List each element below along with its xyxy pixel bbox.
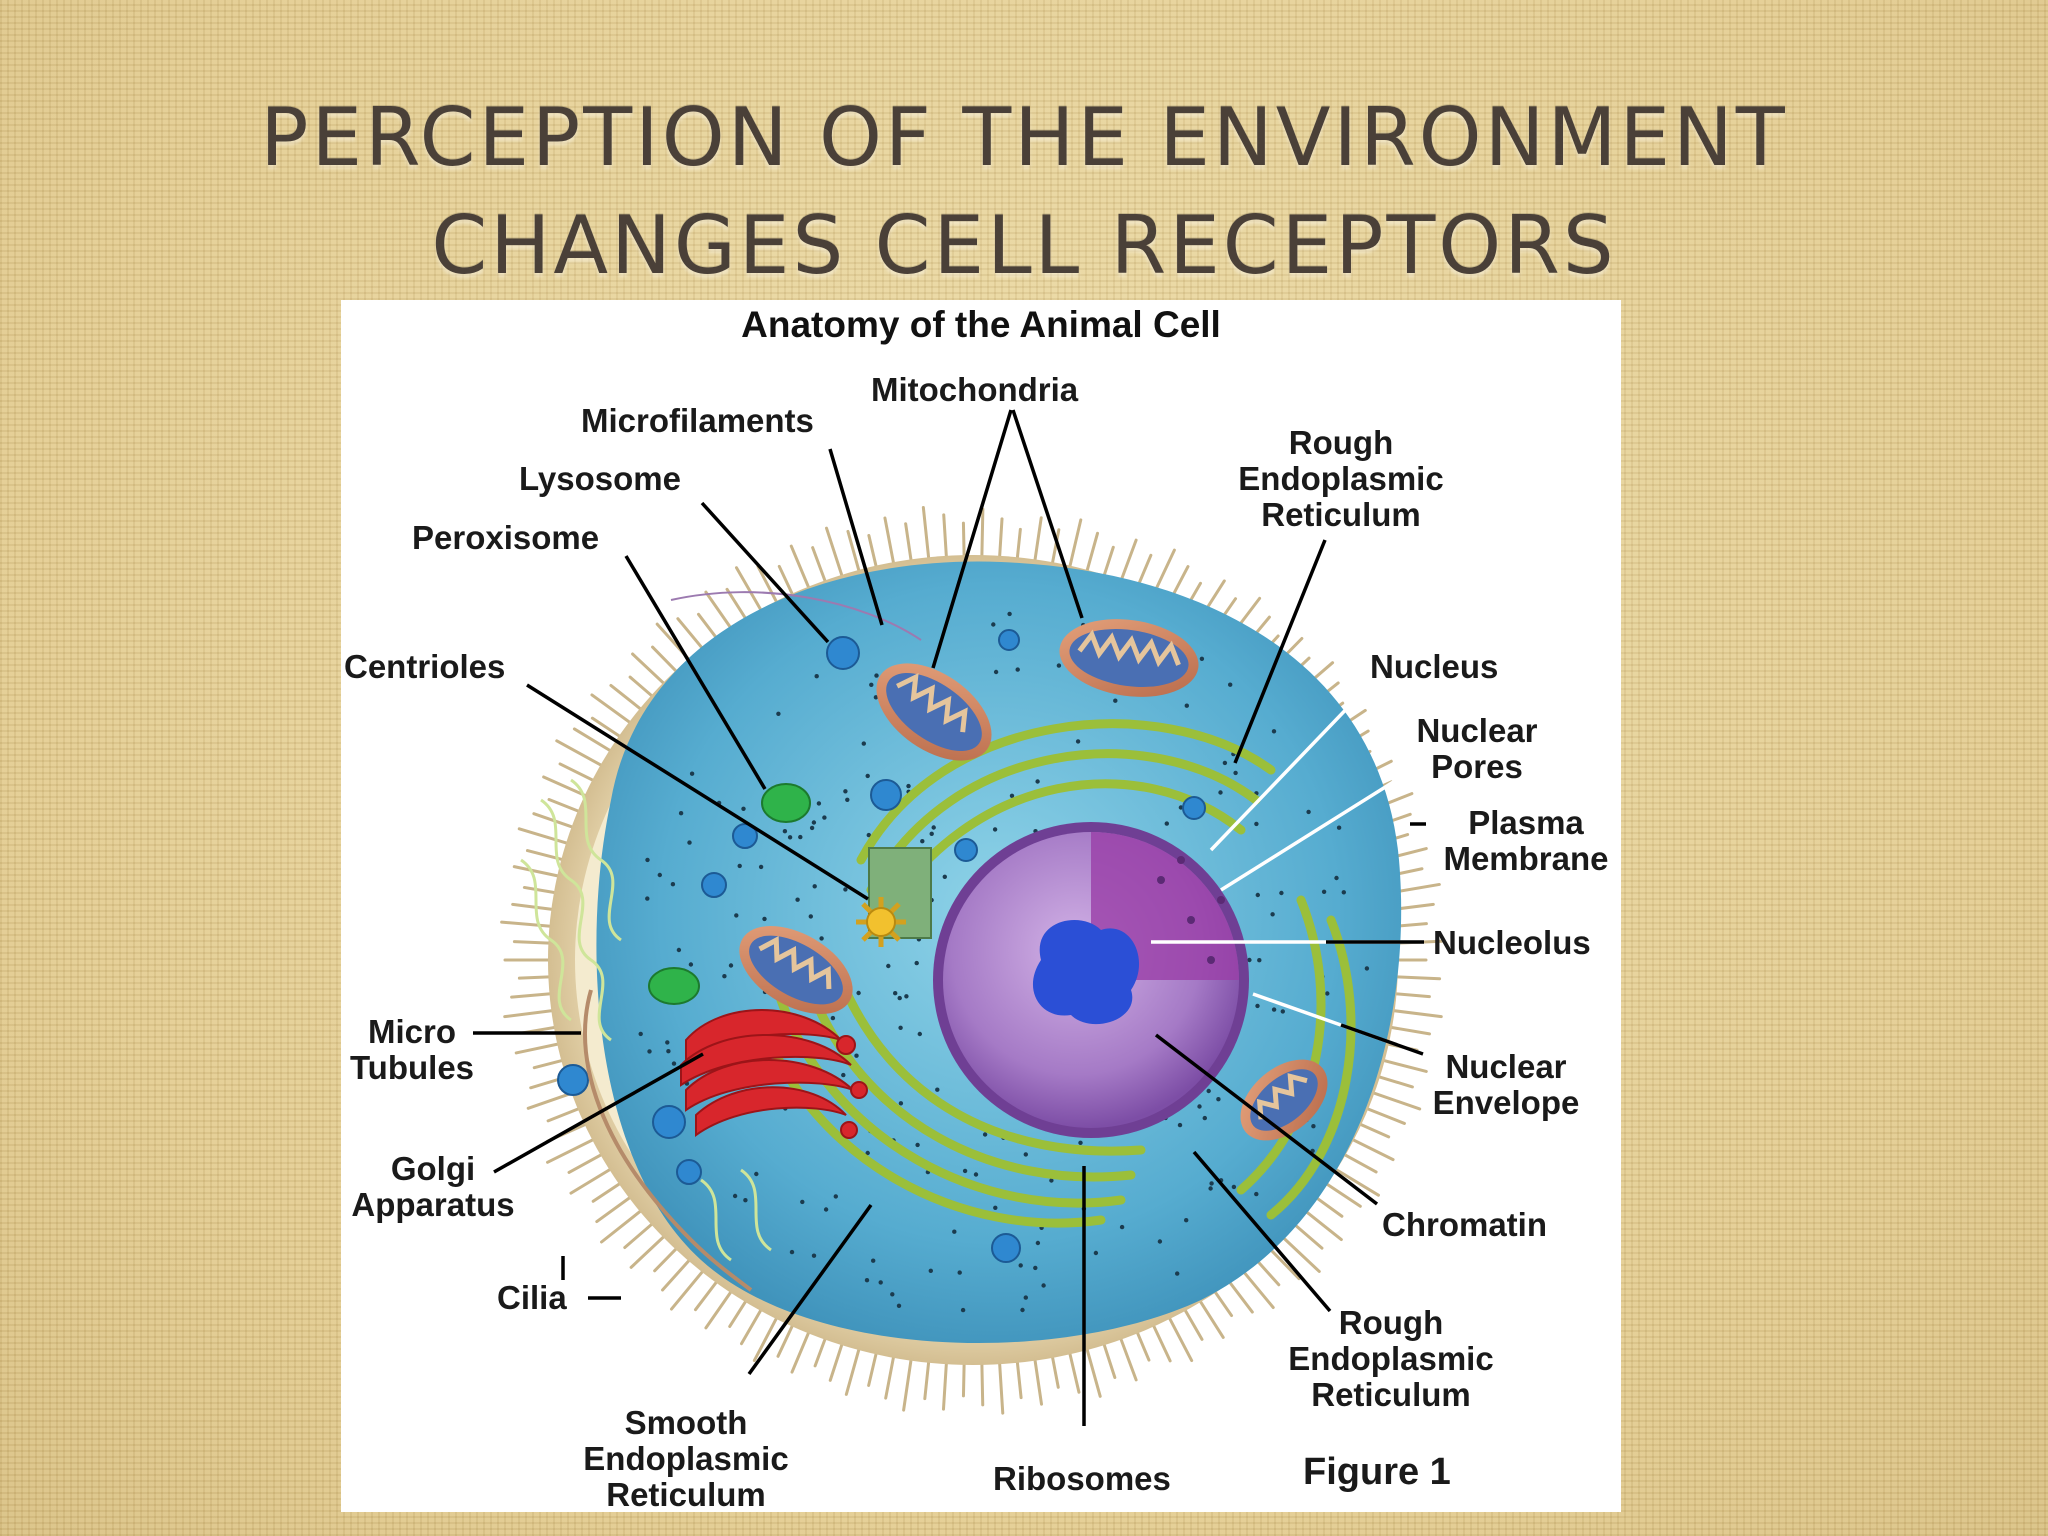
figure-caption: Figure 1 [1303,1454,1451,1490]
label-peroxisome: Peroxisome [412,520,599,556]
label-lysosome: Lysosome [519,461,681,497]
label-microfilaments: Microfilaments [581,403,814,439]
label-mitochondria: Mitochondria [871,372,1078,408]
label-centrioles: Centrioles [344,649,505,685]
label-plasma-membrane: Plasma Membrane [1431,805,1621,877]
label-rough-er-top: Rough Endoplasmic Reticulum [1221,425,1461,533]
slide-title-line-1: PERCEPTION OF THE ENVIRONMENT [0,84,2048,192]
nucleolus-shape [1033,920,1139,1024]
label-golgi-apparatus: Golgi Apparatus [341,1151,525,1223]
figure-title: Anatomy of the Animal Cell [341,304,1621,346]
label-cilia: Cilia [497,1280,567,1316]
label-nuclear-envelope: Nuclear Envelope [1421,1049,1591,1121]
label-micro-tubules: Micro Tubules [341,1014,485,1086]
label-rough-er-bottom: Rough Endoplasmic Reticulum [1271,1305,1511,1413]
label-smooth-er: Smooth Endoplasmic Reticulum [566,1405,806,1512]
label-nucleus: Nucleus [1370,649,1498,685]
slide-title: PERCEPTION OF THE ENVIRONMENT CHANGES CE… [0,84,2048,300]
label-nuclear-pores: Nuclear Pores [1407,713,1547,785]
slide-title-line-2: CHANGES CELL RECEPTORS [0,192,2048,300]
label-chromatin: Chromatin [1382,1207,1547,1243]
cell-diagram-figure: Anatomy of the Animal Cell Microfilament… [341,300,1621,1512]
label-nucleolus: Nucleolus [1433,925,1591,961]
label-ribosomes: Ribosomes [993,1461,1171,1497]
